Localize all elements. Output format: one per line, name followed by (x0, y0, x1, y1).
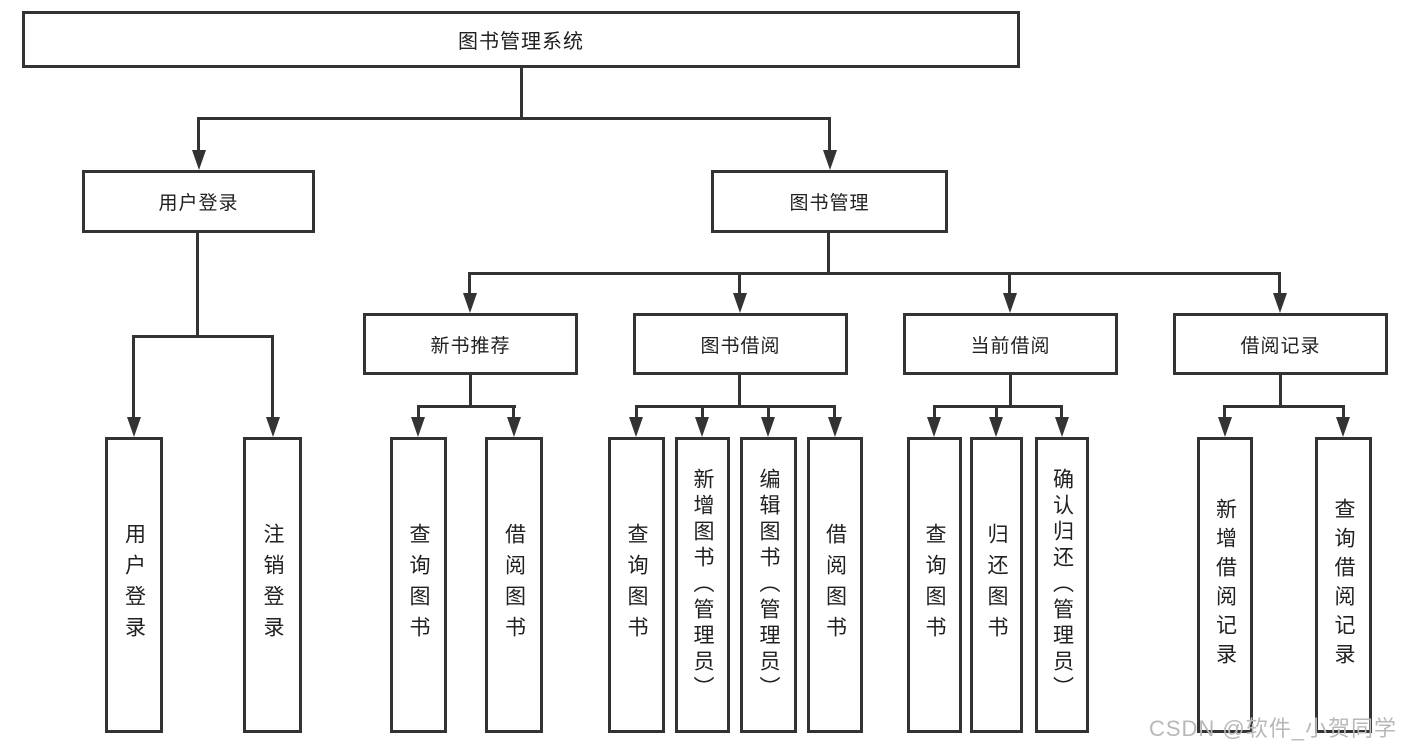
connector-leaf-stem (1060, 405, 1063, 419)
arrow-to-leaf-query-books-borrow (629, 417, 643, 437)
arrow-to-leaf-borrow-books-borrow (828, 417, 842, 437)
arrow-to-borrowing-records (1273, 293, 1287, 313)
connector-user-login-stem (197, 117, 200, 152)
leaf-query-books-current: 查询图书 (907, 437, 962, 733)
connector-leaf-stem (417, 405, 420, 419)
leaf-user-login: 用户登录 (105, 437, 163, 733)
connector-root-rail (197, 117, 831, 120)
node-label: 确认归还（管理员） (1050, 468, 1074, 702)
csdn-watermark: CSDN @软件_小贺同学 (1148, 716, 1397, 741)
node-label: 查询图书 (407, 523, 430, 647)
arrow-to-leaf-query-borrow-record (1336, 417, 1350, 437)
node-label: 用户登录 (122, 523, 146, 647)
connector-new-book-down (469, 375, 472, 405)
node-library-management-system: 图书管理系统 (22, 11, 1020, 68)
arrow-to-leaf-add-borrow-record (1218, 417, 1232, 437)
arrow-to-leaf-query-books-current (927, 417, 941, 437)
arrow-to-leaf-user-login (127, 417, 141, 437)
connector-borrowing-records-rail (1223, 405, 1344, 408)
connector-borrowing-records-down (1279, 375, 1282, 405)
node-label: 编辑图书（管理员） (757, 468, 780, 702)
arrow-to-leaf-query-books-newbook (411, 417, 425, 437)
node-label: 用户登录 (158, 193, 239, 214)
node-borrowing-records: 借阅记录 (1173, 313, 1388, 375)
node-label: 注销登录 (261, 523, 284, 647)
node-user-login: 用户登录 (82, 170, 315, 233)
arrow-to-user-login (192, 150, 206, 170)
arrow-to-leaf-logout (266, 417, 280, 437)
leaf-query-books-borrow: 查询图书 (608, 437, 665, 733)
connector-leaf-stem (833, 405, 836, 419)
connector-current-borrowing-stem (1008, 272, 1011, 295)
connector-leaf-stem (512, 405, 515, 419)
connector-leaf-stem (933, 405, 936, 419)
connector-user-login-down (196, 233, 199, 335)
node-book-management: 图书管理 (711, 170, 948, 233)
connector-root-stem (520, 68, 523, 117)
node-label: 借阅图书 (502, 523, 526, 647)
leaf-borrow-books-newbook: 借阅图书 (485, 437, 543, 733)
connector-leaf-stem (701, 405, 704, 419)
arrow-to-leaf-borrow-books-newbook (507, 417, 521, 437)
connector-leaf-user-login-stem (132, 335, 135, 418)
connector-book-borrowing-stem (738, 272, 741, 295)
connector-new-book-rail (417, 405, 516, 408)
node-book-borrowing: 图书借阅 (633, 313, 848, 375)
leaf-query-borrow-record: 查询借阅记录 (1315, 437, 1372, 733)
connector-borrowing-records-stem (1278, 272, 1281, 295)
node-label: 新增借阅记录 (1213, 498, 1237, 672)
connector-current-borrowing-down (1009, 375, 1012, 405)
leaf-confirm-return-admin: 确认归还（管理员） (1035, 437, 1089, 733)
arrow-to-book-management (823, 150, 837, 170)
node-label: 新书推荐 (430, 335, 511, 357)
node-label: 查询借阅记录 (1332, 498, 1355, 672)
arrow-to-leaf-return-books (989, 417, 1003, 437)
arrow-to-book-borrowing (733, 293, 747, 313)
node-label: 归还图书 (985, 523, 1008, 647)
node-new-book-recommend: 新书推荐 (363, 313, 578, 375)
connector-user-login-rail (132, 335, 274, 338)
arrow-to-leaf-confirm-return-admin (1055, 417, 1069, 437)
connector-book-management-rail (468, 272, 1281, 275)
node-label: 图书管理 (789, 193, 870, 214)
node-label: 新增图书（管理员） (691, 468, 714, 702)
connector-book-management-down (827, 233, 830, 272)
leaf-borrow-books-borrow: 借阅图书 (807, 437, 863, 733)
connector-leaf-stem (995, 405, 998, 419)
connector-leaf-stem (1223, 405, 1226, 419)
arrow-to-current-borrowing (1003, 293, 1017, 313)
leaf-logout: 注销登录 (243, 437, 302, 733)
leaf-query-books-newbook: 查询图书 (390, 437, 447, 733)
node-label: 图书管理系统 (458, 31, 584, 53)
node-label: 借阅图书 (823, 523, 847, 647)
arrow-to-new-book-recommend (463, 293, 477, 313)
node-label: 查询图书 (923, 523, 946, 647)
node-label: 借阅记录 (1240, 335, 1321, 357)
leaf-add-borrow-record: 新增借阅记录 (1197, 437, 1253, 733)
node-current-borrowing: 当前借阅 (903, 313, 1118, 375)
node-label: 图书借阅 (700, 335, 781, 357)
leaf-return-books: 归还图书 (970, 437, 1023, 733)
arrow-to-leaf-add-book-admin (695, 417, 709, 437)
connector-leaf-stem (1342, 405, 1345, 419)
leaf-add-book-admin: 新增图书（管理员） (675, 437, 730, 733)
connector-leaf-logout-stem (271, 335, 274, 418)
connector-book-borrowing-rail (635, 405, 835, 408)
arrow-to-leaf-edit-book-admin (761, 417, 775, 437)
node-label: 当前借阅 (970, 335, 1051, 357)
connector-leaf-stem (635, 405, 638, 419)
connector-book-management-stem (828, 117, 831, 152)
connector-new-book-stem (468, 272, 471, 295)
connector-leaf-stem (767, 405, 770, 419)
leaf-edit-book-admin: 编辑图书（管理员） (740, 437, 797, 733)
connector-book-borrowing-down (738, 375, 741, 405)
node-label: 查询图书 (625, 523, 648, 647)
